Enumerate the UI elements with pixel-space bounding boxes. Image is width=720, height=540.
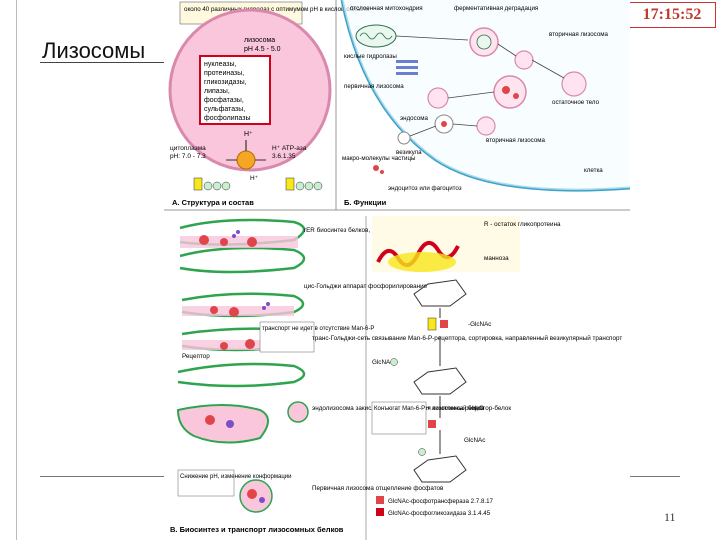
h-plus-outside: H⁺ [250, 175, 259, 182]
lysosome-label: лизосома [244, 37, 275, 44]
label-rer: rER биосинтез белков, N-гликозилирование [304, 226, 432, 234]
h-plus-inside: H⁺ [244, 131, 253, 138]
cytoplasm-label: цитоплазма [170, 145, 206, 152]
enzyme-box [199, 55, 271, 125]
secondary-lysosome-shape [493, 75, 527, 109]
slide-title: Лизосомы [42, 38, 146, 63]
enzyme-item: гликозидазы, [204, 79, 247, 86]
label-endosome: эндосома [400, 115, 428, 122]
left-guide-line [16, 0, 17, 540]
r-note: R - остаток гликопротеина [484, 221, 561, 228]
label-enzymatic: ферментативная деградация [454, 5, 538, 12]
label-endocytosis: эндоцитоз или фагоцитоз [388, 185, 462, 192]
label-vesicle: везикула [396, 149, 422, 156]
atpase-pump-icon [226, 140, 266, 170]
label-macro: макро-молекулы частицы [342, 155, 416, 162]
protein-blobs [199, 235, 257, 350]
cytoplasm-ph: pH: 7.0 - 7.3 [170, 153, 206, 160]
label-ph-drop: Снижение pH, изменение конформации [180, 474, 291, 480]
panelA-caption: А. Структура и состав [172, 198, 254, 207]
enzyme-item: фосфатазы, [204, 97, 244, 104]
enzyme-item: липазы, [204, 88, 230, 95]
label-secondary: вторичная лизосома [486, 137, 546, 144]
enzyme1-label: GlcNAc-фосфотрансфераза 2.7.8.17 [388, 498, 494, 505]
glcnac-p: GlcNAc [372, 359, 393, 366]
atp-symbol [285, 177, 323, 191]
label-cell: клетка [584, 167, 603, 174]
enzyme-item: сульфатазы, [204, 106, 245, 113]
label-no-transport: транспорт не идет в отсутствие Man-6-P [262, 326, 374, 332]
adp-symbol [193, 177, 231, 191]
h2o-label: H₂O [472, 405, 484, 412]
lysosome-ph: pH 4.5 - 5.0 [244, 46, 281, 53]
enzyme-item: нуклеазы, [204, 61, 237, 68]
enzyme-item: протеиназы, [204, 70, 244, 77]
sugar-rings [413, 279, 467, 483]
panelA-top-note: около 40 различных гидролаз с оптимумом … [184, 6, 370, 13]
label-autophagy: отслоенная митохондрия [350, 5, 423, 12]
enzyme2-label: GlcNAc-фосфогликозидаза 3.1.4.45 [388, 510, 491, 517]
panelB-caption: Б. Функции [344, 198, 387, 207]
conjugate-label: Конъюгат Man-6-P + лизосомный белок [374, 405, 484, 412]
label-trans: транс-Гольджи-сеть связывание Man-6-P-ре… [312, 334, 622, 342]
atpase-value: 3.6.1.35 [272, 153, 296, 160]
residual-body-shape [561, 71, 587, 97]
title-underline [40, 62, 172, 63]
panelC-caption: В. Биосинтез и транспорт лизосомных белк… [170, 525, 344, 534]
mannose-label: манноза [484, 255, 509, 262]
label-receptor: Рецептор [182, 353, 210, 360]
enzyme-list: нуклеазы, протеиназы, гликозидазы, липаз… [204, 61, 251, 122]
label-acid-hydrolases: кислые гидролазы [344, 53, 397, 60]
endolysosome-shape [176, 404, 269, 444]
glcnac-out: GlcNAc [464, 437, 485, 444]
label-primary-lys: Первичная лизосома отщепление фосфатов [312, 485, 444, 492]
label-residual: остаточное тело [552, 99, 600, 106]
label-primary: первичная лизосома [344, 83, 404, 90]
page-number: 11 [664, 510, 676, 524]
enzyme-item: фосфолипазы [204, 115, 251, 122]
label-cis: цис-Гольджи аппарат фосфорилирование [304, 283, 428, 290]
label-secondary-top: вторичная лизосома [549, 31, 609, 38]
clock-display: 17:15:52 [628, 2, 716, 28]
primary-lysosome-shape [427, 87, 449, 109]
atpase-label: H⁺ АТР-аза [272, 145, 307, 152]
glcnac-transfer: -GlcNAc [468, 321, 491, 328]
lysosome-figure: около 40 различных гидролаз с оптимумом … [164, 0, 630, 540]
glycoprotein-icon [376, 241, 460, 272]
